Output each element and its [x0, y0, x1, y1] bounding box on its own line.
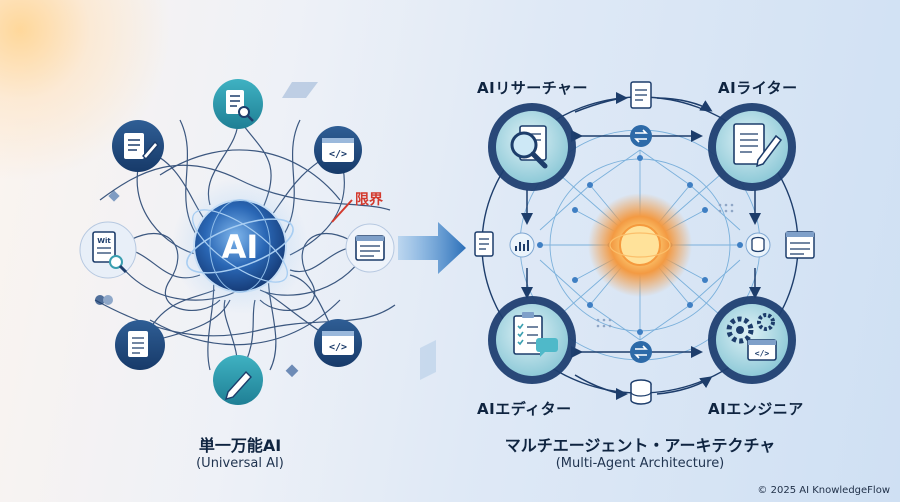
ai-orb-label: AI [222, 228, 259, 266]
limit-label: 限界 [355, 192, 383, 208]
orbit-ring [192, 209, 288, 283]
multi-agent-subtitle: (Multi-Agent Architecture) [555, 456, 725, 471]
decor-dot [103, 295, 113, 305]
node-browser-list [345, 223, 395, 273]
node-document-edit [112, 120, 164, 172]
transition-arrow [398, 222, 466, 380]
agent-engineer-label: AIエンジニア [708, 400, 804, 418]
agent-editor-node [488, 296, 576, 384]
server-list-icon-right [785, 231, 815, 259]
decor-dots [596, 203, 734, 328]
multi-agent-section: </> [474, 81, 815, 405]
limit-marker [331, 199, 353, 223]
database-icon-right [745, 232, 771, 258]
decor-diamond [285, 364, 299, 378]
svg-text:</>: </> [329, 342, 347, 353]
svg-text:</>: </> [329, 149, 347, 160]
copyright: © 2025 AI KnowledgeFlow [757, 485, 890, 496]
decor-dot [95, 295, 105, 305]
mini-doc-top [630, 81, 652, 109]
central-orb-ring [609, 232, 671, 258]
svg-text:</>: </> [755, 349, 770, 358]
network-nodes [537, 155, 743, 335]
swap-icon-bottom [630, 341, 652, 363]
central-orb [619, 224, 661, 266]
node-document-search [213, 79, 263, 129]
decor-shape [282, 82, 318, 98]
agent-researcher-node [488, 103, 576, 191]
universal-ai-subtitle: (Universal AI) [196, 456, 284, 471]
orbit-ring [209, 199, 271, 293]
orbit-ring [186, 218, 294, 274]
agent-engineer-node: </> [708, 296, 796, 384]
node-pencil [213, 355, 263, 405]
multi-agent-title: マルチエージェント・アーキテクチャ [504, 436, 776, 455]
chart-icon-left [509, 232, 535, 258]
decor-diamond [108, 190, 120, 202]
agent-editor-label: AIエディター [477, 400, 572, 418]
universal-ai-section: AI </> Wit [79, 79, 396, 405]
agent-writer-node [708, 103, 796, 191]
node-wit-search: Wit [79, 221, 137, 279]
universal-ai-title: 単一万能AI [198, 436, 282, 455]
node-code-window-2: </> [314, 319, 362, 367]
node-document [115, 320, 165, 370]
swap-icon-top [630, 125, 652, 147]
mini-doc-left [474, 231, 494, 257]
wit-label: Wit [97, 237, 111, 245]
agent-researcher-label: AIリサーチャー [477, 79, 589, 97]
database-icon-bottom [630, 379, 652, 405]
node-code-window: </> [314, 126, 362, 174]
agent-writer-label: AIライター [718, 79, 798, 97]
